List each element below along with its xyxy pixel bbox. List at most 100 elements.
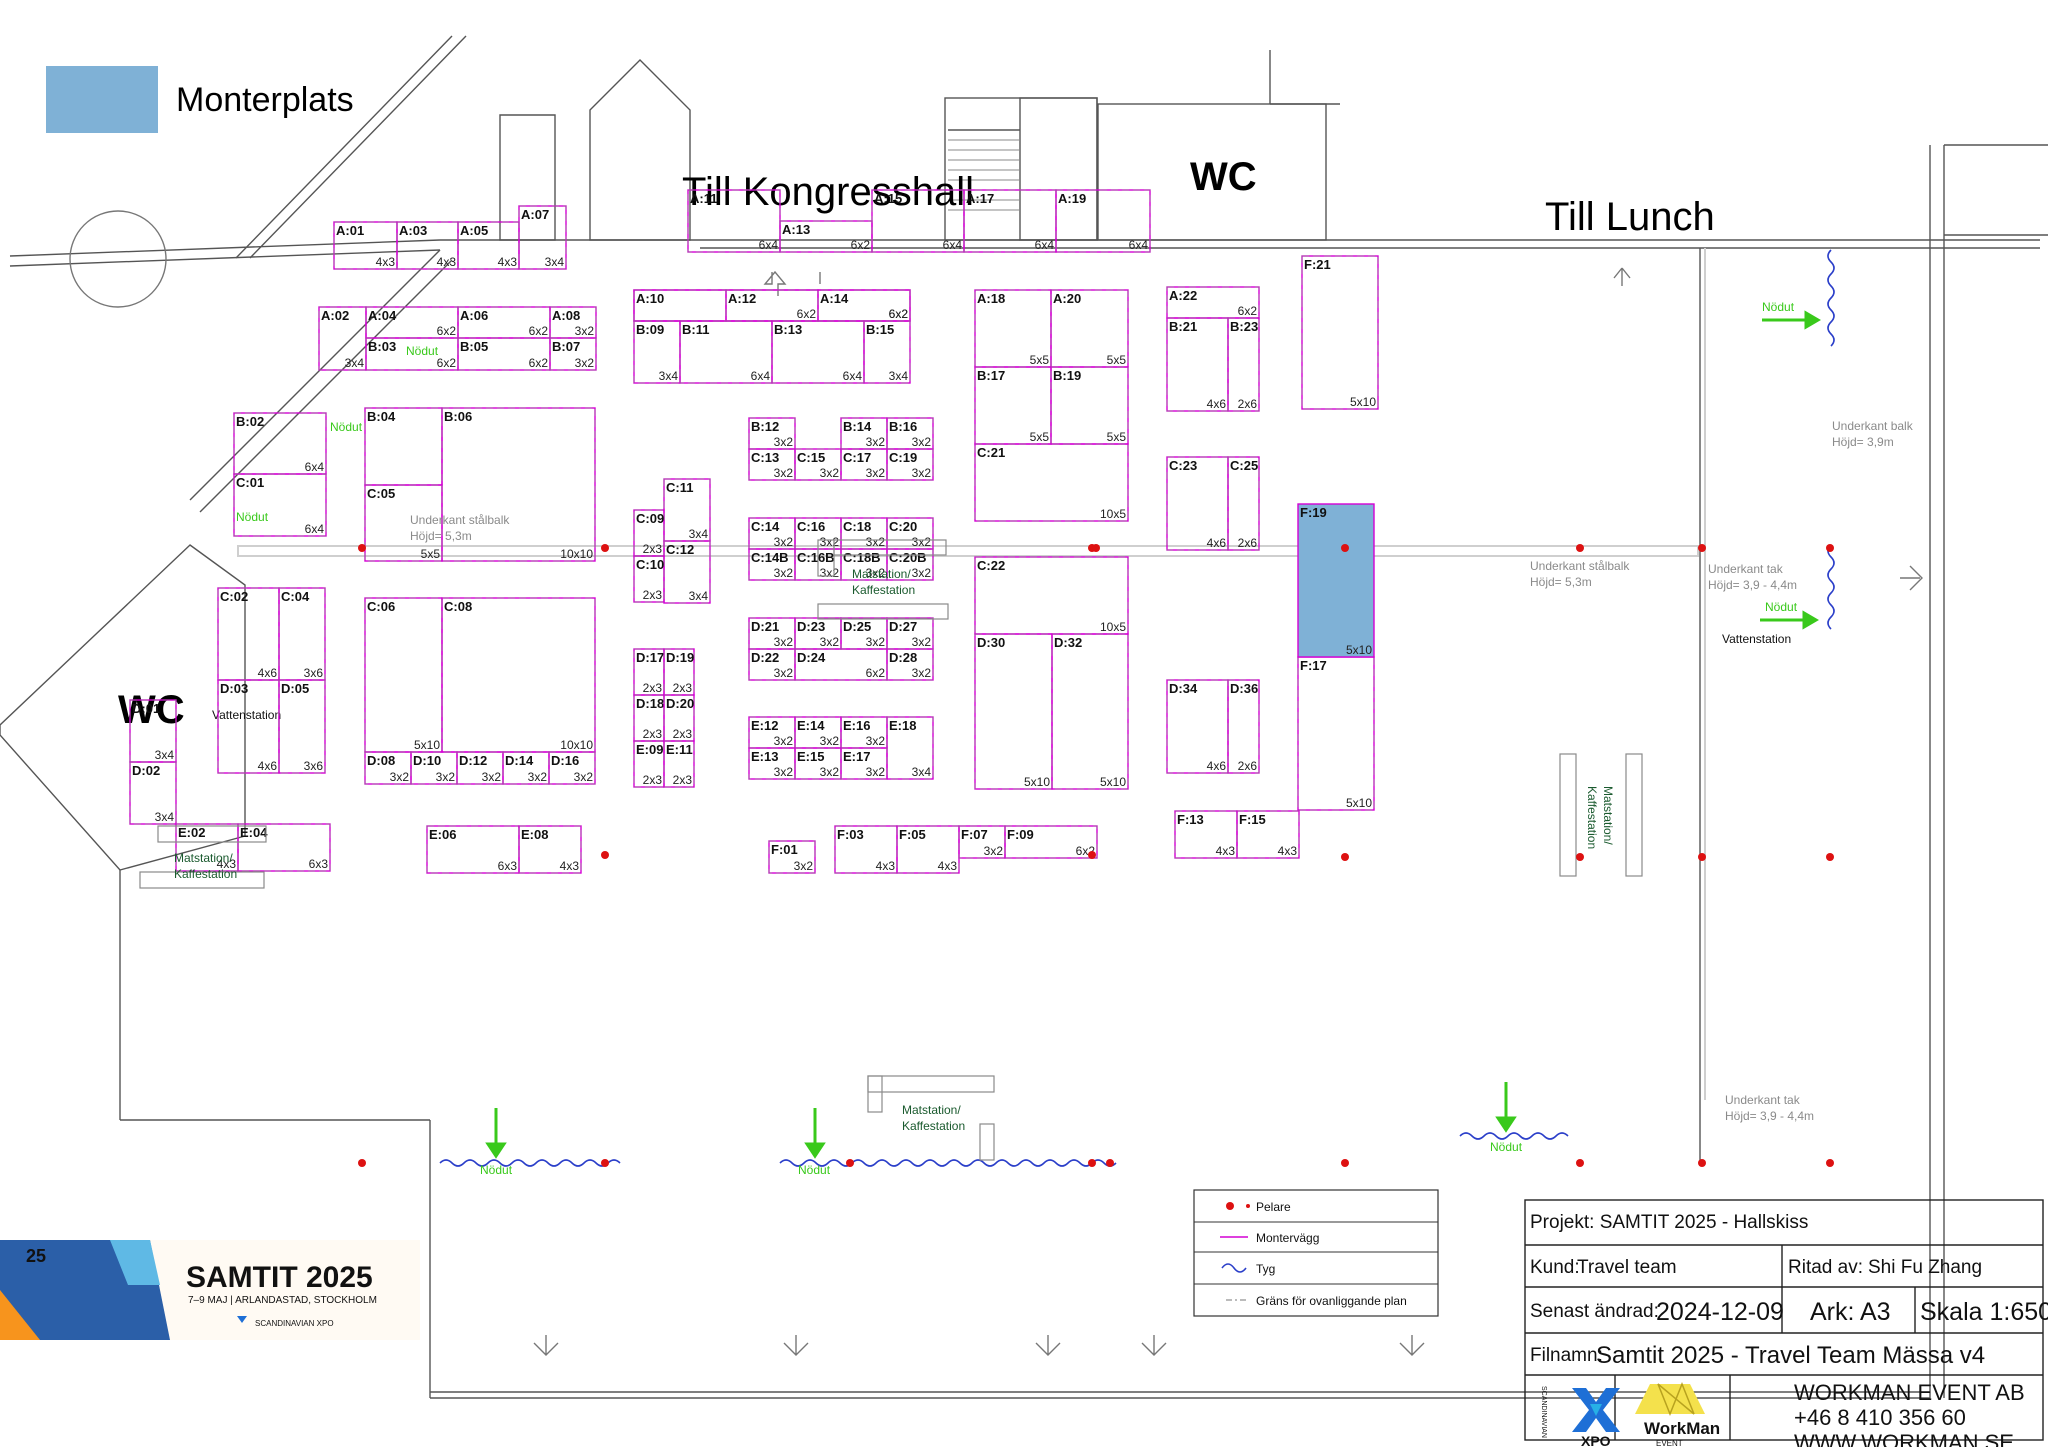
booth[interactable]: A:10: [633, 289, 727, 322]
booth-f19[interactable]: F:19 5x10: [1297, 503, 1375, 658]
booth[interactable]: 6x2: [633, 289, 911, 322]
booth[interactable]: B:04: [364, 407, 443, 486]
